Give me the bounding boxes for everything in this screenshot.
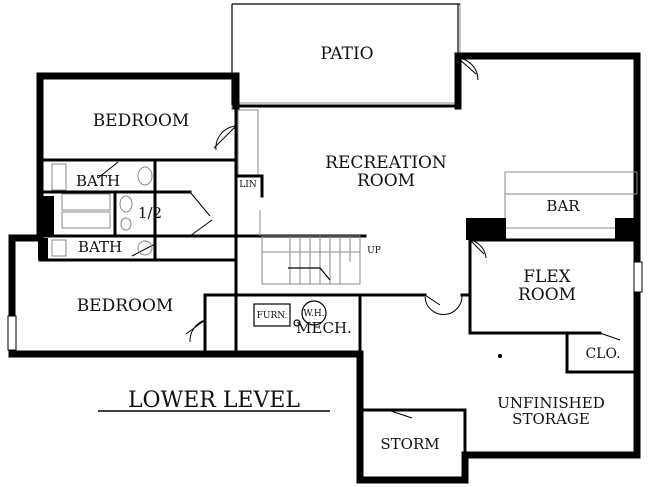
linen-closet <box>234 109 264 236</box>
furnace-label: FURN. <box>257 311 288 321</box>
bar-counter <box>466 171 638 240</box>
flex-room-label-line1: FLEX <box>523 267 571 287</box>
linen-label: LIN <box>239 180 257 190</box>
staircase <box>261 235 361 285</box>
recreation-room-label-line2: ROOM <box>357 171 415 191</box>
unfinished-storage-label-line1: UNFINISHED <box>497 394 604 412</box>
unfinished-storage-label-line2: STORAGE <box>512 410 590 428</box>
mech-equipment <box>253 300 502 358</box>
storm-label: STORM <box>380 435 439 453</box>
bedroom-bottom-label: BEDROOM <box>77 296 174 316</box>
flex-room-label-line2: ROOM <box>518 285 576 305</box>
bar-label: BAR <box>546 197 580 215</box>
mechanical-label: MECH. <box>296 319 352 337</box>
patio-outline <box>231 3 461 110</box>
closet-label: CLO. <box>585 346 620 362</box>
bath-fixtures <box>38 163 153 260</box>
patio-label: PATIO <box>320 44 373 64</box>
half-bath-label: 1/2 <box>138 204 162 222</box>
water-heater-label: W.H. <box>303 309 324 319</box>
plan-title: LOWER LEVEL <box>128 388 300 413</box>
doors <box>97 57 621 419</box>
bath-top-label: BATH <box>76 172 120 190</box>
recreation-room-label-line1: RECREATION <box>325 153 447 173</box>
bedroom-top-label: BEDROOM <box>93 111 190 131</box>
stair-up-label: UP <box>367 246 381 256</box>
windows <box>7 261 643 351</box>
bath-bottom-label: BATH <box>78 238 122 256</box>
